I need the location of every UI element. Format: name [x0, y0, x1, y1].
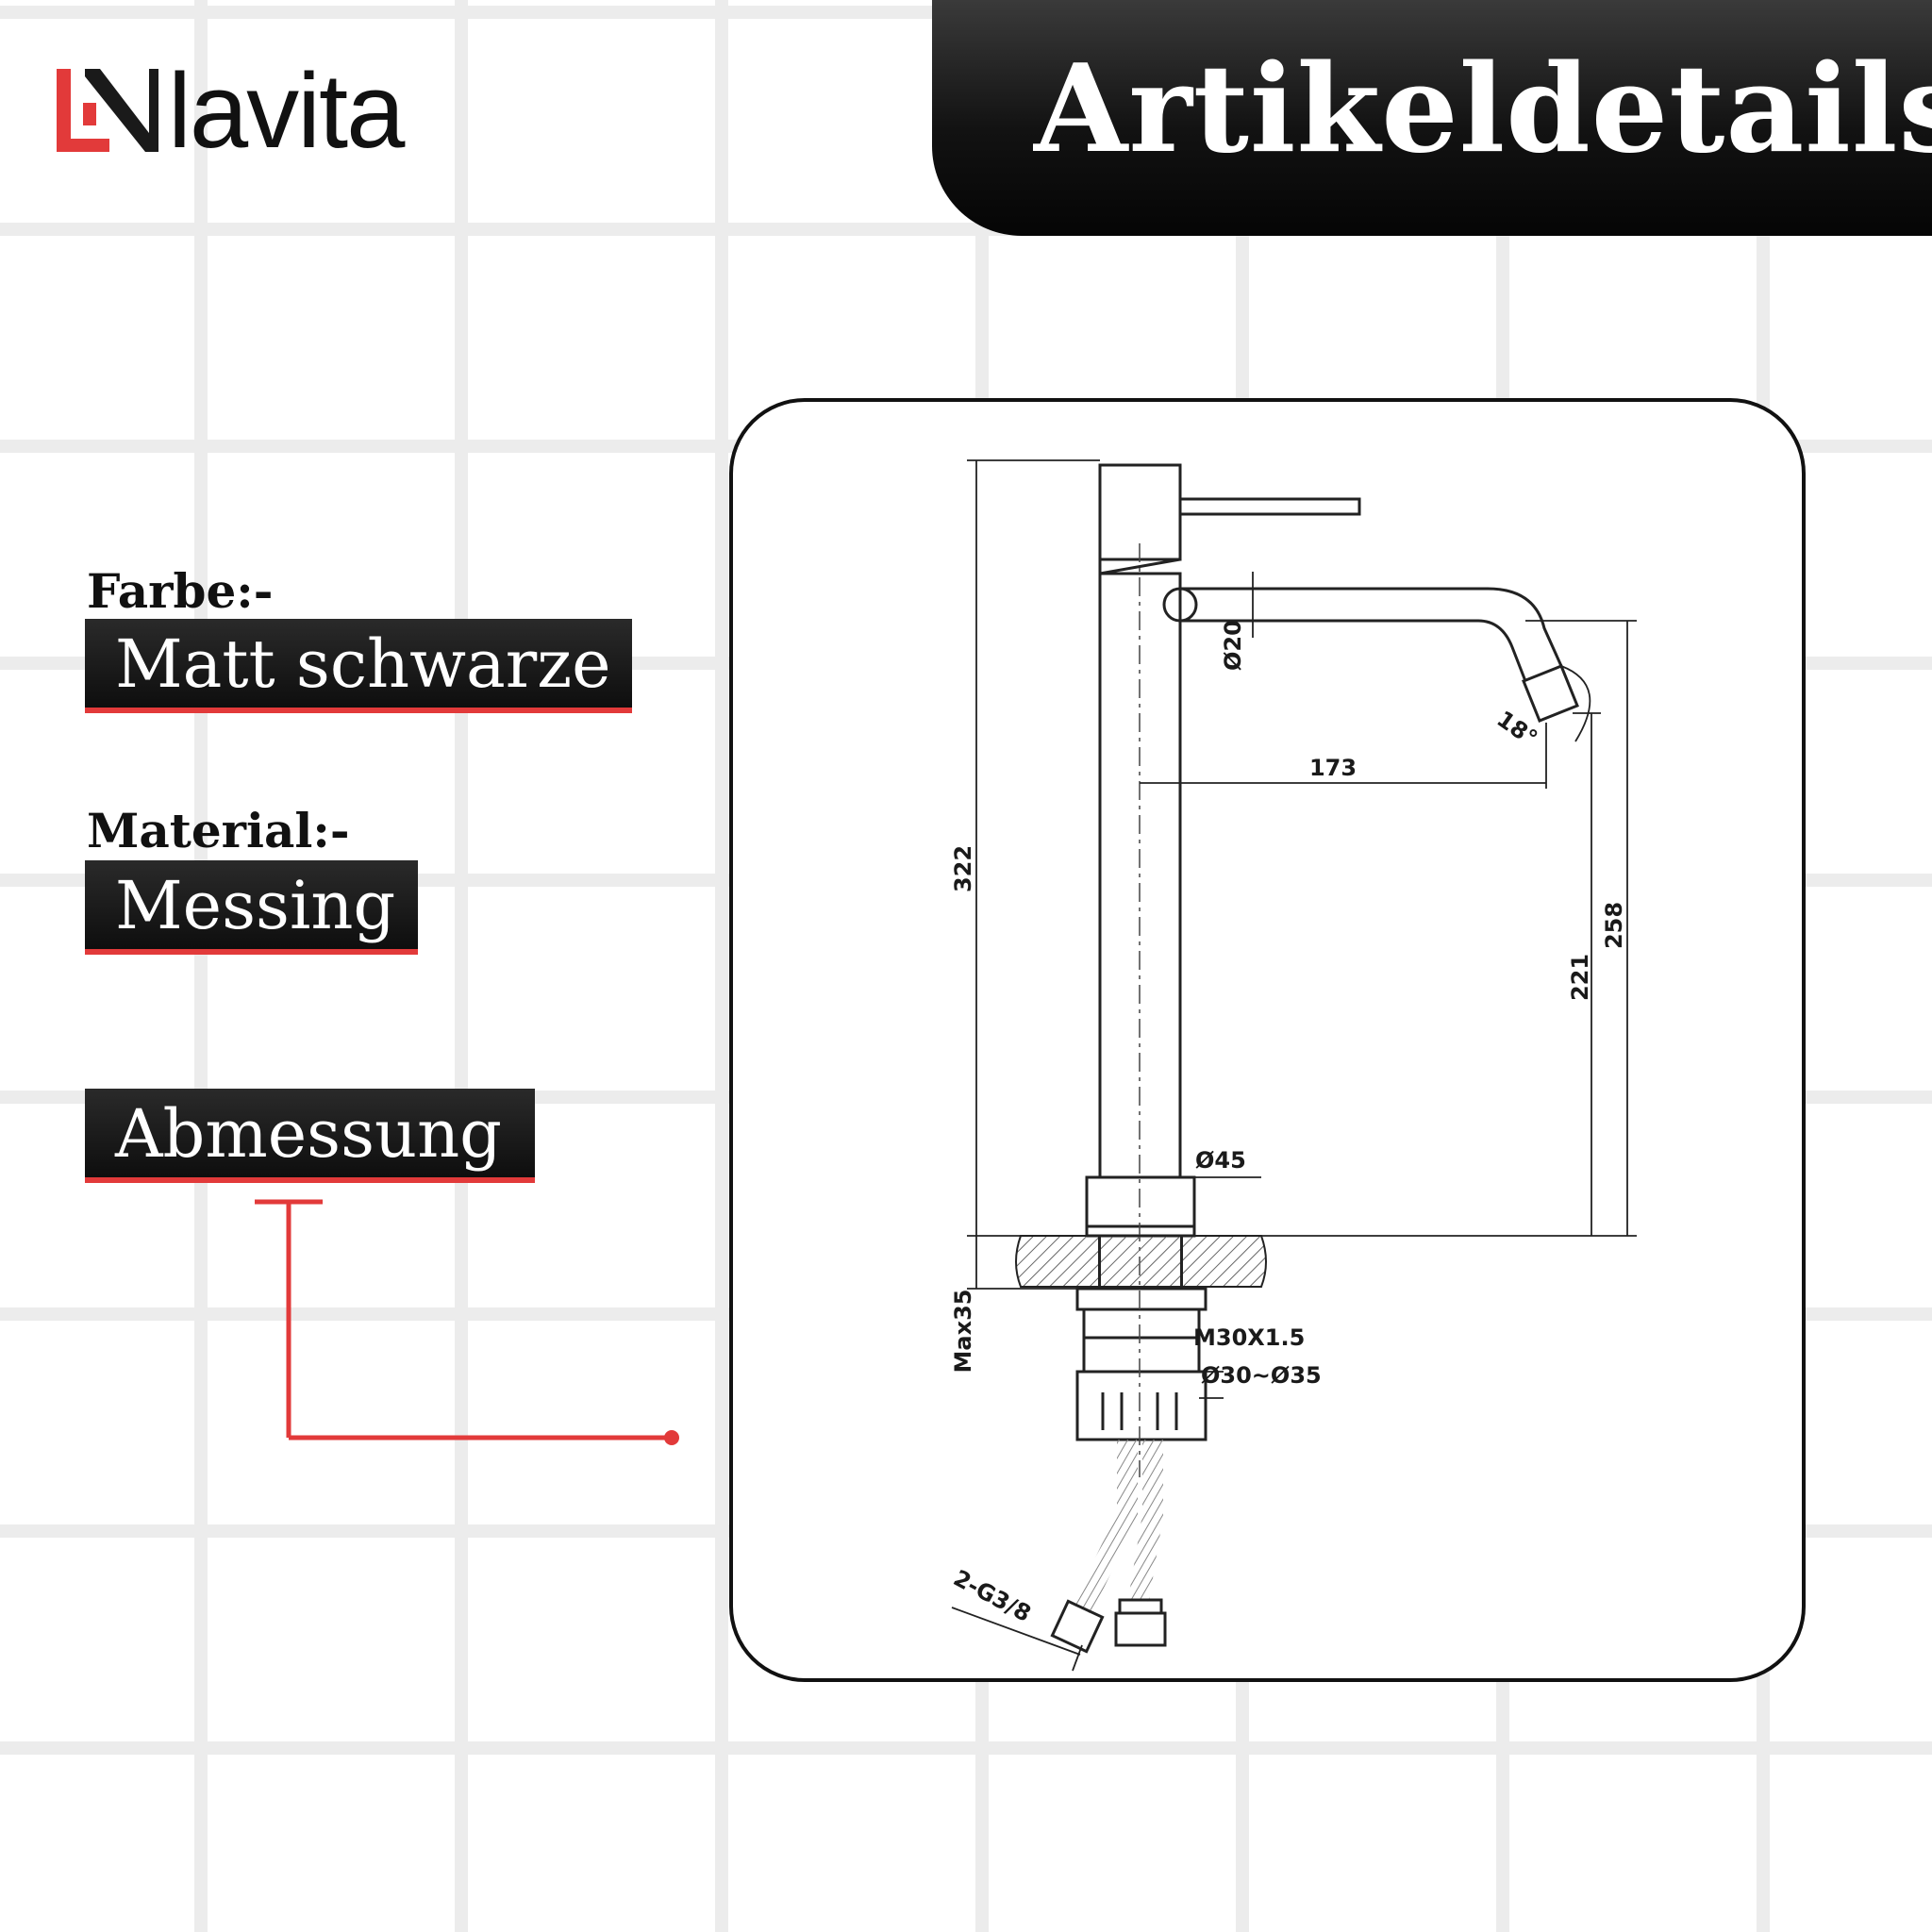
dim-spout-height: 221	[1567, 954, 1593, 1001]
farbe-value: Matt schwarze	[115, 625, 611, 703]
header-banner: Artikeldetails	[932, 0, 1932, 236]
lavita-logo-icon	[57, 69, 158, 152]
brand-logo: lavita	[57, 52, 405, 170]
farbe-value-box: Matt schwarze	[85, 619, 632, 713]
page-title: Artikeldetails	[1034, 39, 1932, 180]
material-label: Material:-	[87, 803, 350, 858]
dim-spout-reach: 173	[1309, 755, 1357, 781]
brand-name: lavita	[168, 52, 405, 170]
dim-total-height: 322	[950, 845, 976, 892]
farbe-label: Farbe:-	[87, 563, 274, 619]
material-value-box: Messing	[85, 860, 418, 955]
dim-base-diameter: Ø45	[1195, 1147, 1246, 1174]
material-value: Messing	[115, 867, 396, 944]
dim-hole-diameter: Ø30~Ø35	[1201, 1362, 1322, 1389]
abmessung-label: Abmessung	[115, 1095, 502, 1173]
faucet-technical-drawing: 322 Max35 Ø20 18° 173 221 258 Ø45 M30X1.…	[949, 459, 1637, 1672]
dim-thread: M30X1.5	[1193, 1324, 1305, 1351]
connector-dot-icon	[664, 1430, 679, 1445]
dim-spout-angle: 18°	[1492, 706, 1542, 752]
dim-spout-top-height: 258	[1601, 902, 1627, 949]
dim-pipe-diameter: Ø20	[1220, 620, 1246, 671]
technical-drawing-frame: 322 Max35 Ø20 18° 173 221 258 Ø45 M30X1.…	[729, 398, 1806, 1682]
dim-counter-thickness: Max35	[950, 1290, 976, 1374]
dim-hose-connector: 2-G3/8	[949, 1565, 1035, 1627]
abmessung-box: Abmessung	[85, 1089, 535, 1183]
